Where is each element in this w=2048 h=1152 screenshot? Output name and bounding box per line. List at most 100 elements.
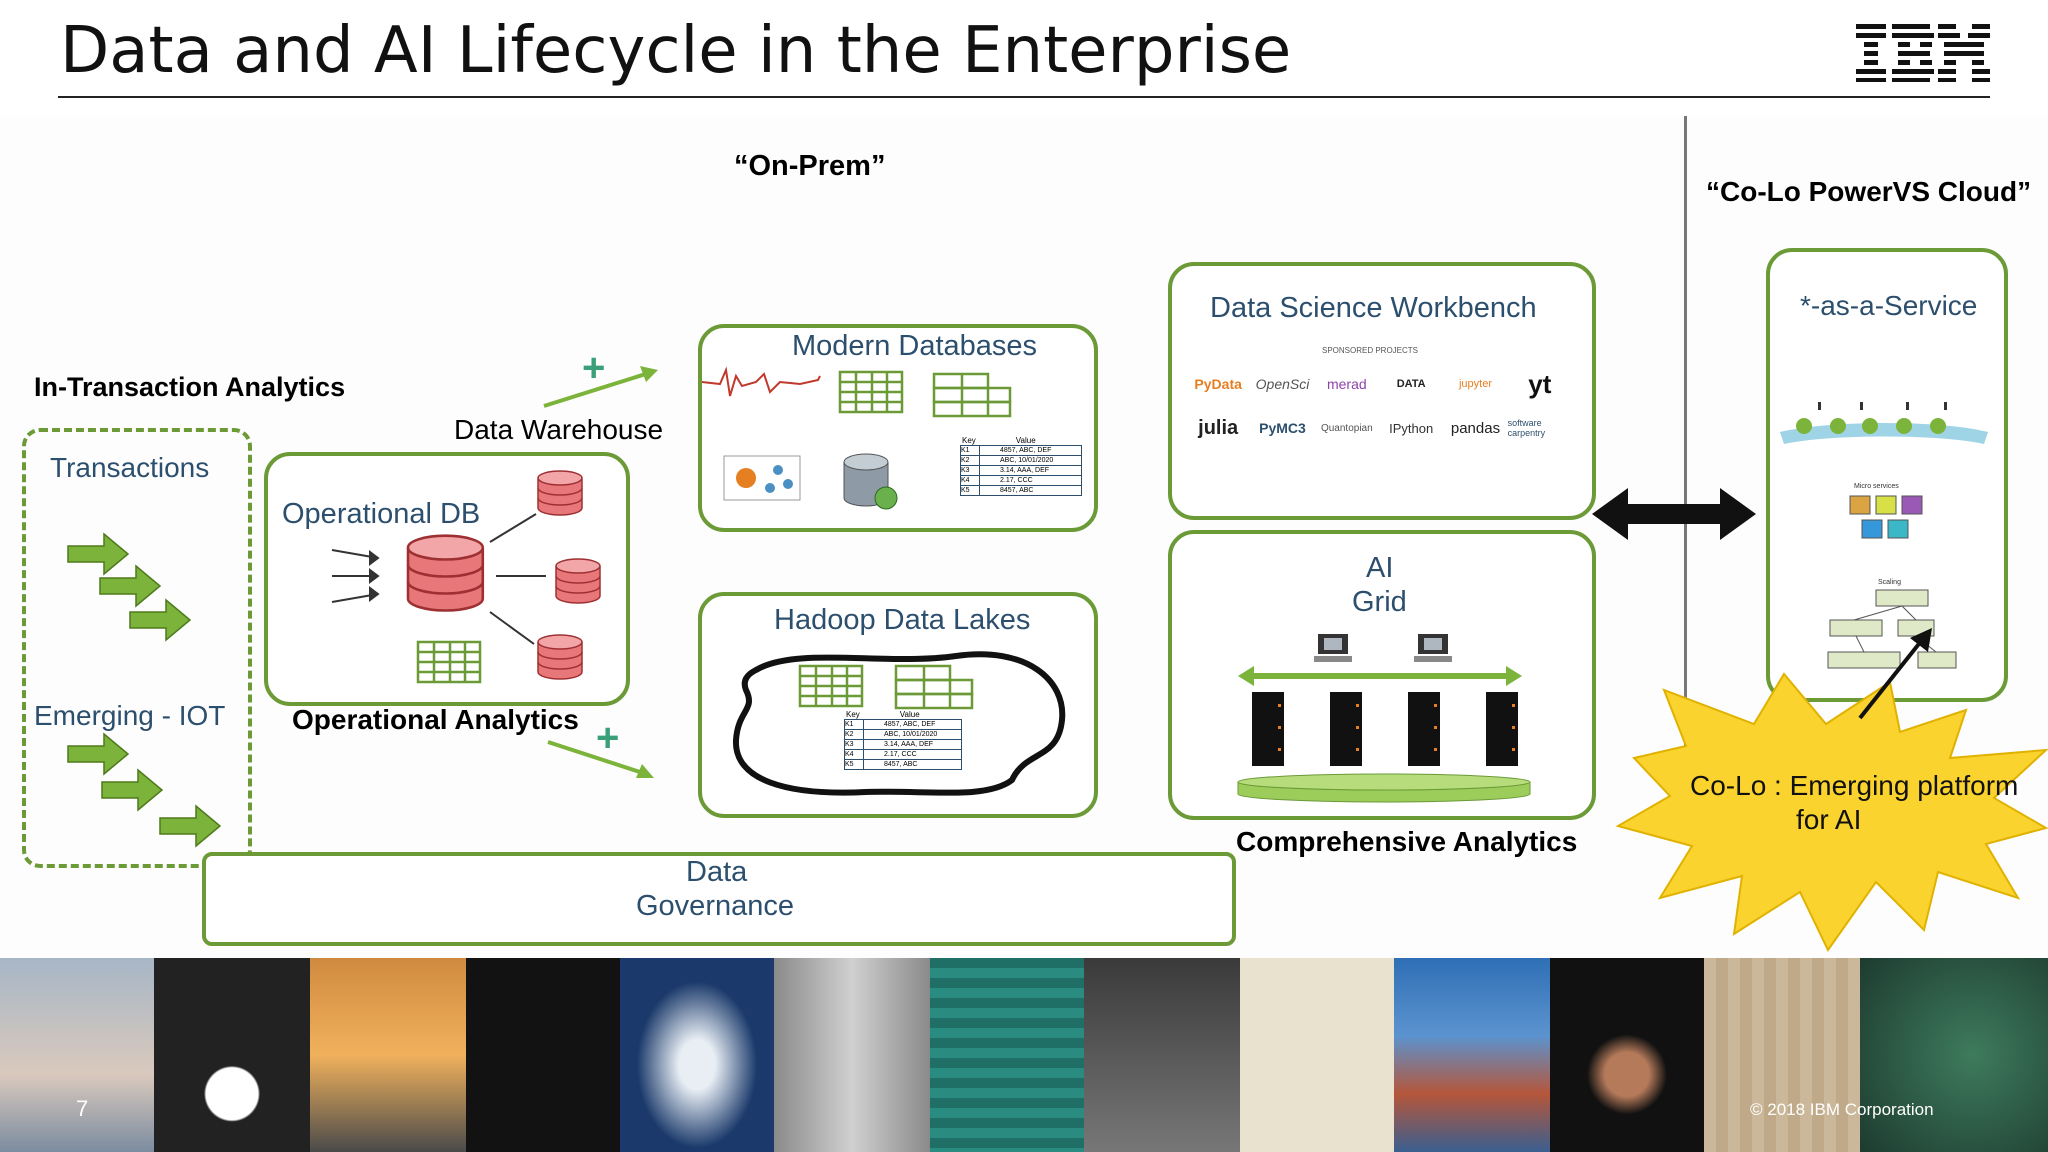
- software-carpentry-logo: software carpentry: [1507, 418, 1546, 438]
- stock-ticker-photo: [466, 958, 620, 1152]
- pymc3-logo: PyMC3: [1259, 420, 1306, 436]
- table-cell: K5: [845, 760, 864, 769]
- starburst-callout: [1615, 672, 2048, 952]
- table-header-key: Key: [846, 710, 860, 719]
- data-logo: DATA: [1396, 378, 1426, 390]
- emerging-iot-label: Emerging - IOT: [34, 700, 226, 731]
- shipping-containers-photo: [1394, 958, 1550, 1152]
- dsw-label: Data Science Workbench: [1210, 292, 1537, 324]
- jupyter-logo: jupyter: [1458, 378, 1492, 390]
- title-divider: [58, 96, 1990, 98]
- operational-db-graphic: [331, 470, 601, 684]
- workstation-icon: [1414, 634, 1452, 662]
- photo-banner: 7 © 2018 IBM Corporation: [0, 958, 2048, 1152]
- pydata-logo: PyData: [1194, 376, 1242, 392]
- as-a-service-box: [1766, 248, 2008, 702]
- opensci-logo: OpenSci: [1255, 376, 1310, 392]
- coffee-cup-photo: [154, 958, 310, 1152]
- comprehensive-analytics-label: Comprehensive Analytics: [1236, 826, 1578, 857]
- in-transaction-box: [22, 428, 252, 868]
- workstation-icon: [1314, 634, 1352, 662]
- table-cell: ABC, 10/01/2020: [884, 731, 938, 738]
- hadoop-table: Key Value K1 4857, ABC, DEF K2 ABC, 10/01/…: [844, 710, 962, 770]
- table-cell: 4857, ABC, DEF: [1000, 447, 1052, 454]
- pipeline-photo: [0, 958, 154, 1152]
- table-cell: K5: [961, 486, 980, 495]
- airplane-photo: [310, 958, 466, 1152]
- scaling-label: Scaling: [1878, 579, 1901, 586]
- colo-note-line1: Co-Lo : Emerging platform: [1690, 770, 2019, 801]
- modern-db-graphic: [701, 366, 1012, 510]
- capsule-photo: [620, 958, 774, 1152]
- table-header-value: Value: [899, 710, 920, 719]
- ibm-logo: [1856, 24, 1990, 82]
- colo-note-line2: for AI: [1796, 804, 1862, 835]
- table-cell: K1: [961, 446, 980, 455]
- hadoop-label: Hadoop Data Lakes: [774, 604, 1031, 636]
- ai-grid-label-2: Grid: [1352, 586, 1407, 618]
- table-cell: K2: [845, 730, 864, 739]
- table-cell: 2.17, CCC: [884, 751, 917, 758]
- modern-db-table: Key Value K1 4857, ABC, DEF K2 ABC, 10/01/…: [960, 436, 1082, 496]
- ipython-logo: IPython: [1389, 420, 1434, 436]
- dsw-logo-grid: PyData OpenSci merad DATA jupyter yt jul…: [1186, 362, 1572, 496]
- ai-grid-label-1: AI: [1366, 552, 1394, 584]
- quantopian-logo: Quantopian: [1320, 422, 1373, 434]
- transactions-label: Transactions: [50, 452, 210, 483]
- hands-photo: [1550, 958, 1704, 1152]
- data-warehouse-label: Data Warehouse: [454, 414, 664, 445]
- plus-icon: +: [596, 716, 620, 760]
- transaction-arrows: [67, 532, 192, 642]
- table-cell: 8457, ABC: [884, 761, 918, 768]
- onprem-label: “On-Prem”: [734, 150, 886, 182]
- sponsored-projects-label: SPONSORED PROJECTS: [1322, 346, 1419, 355]
- as-a-service-label: *-as-a-Service: [1800, 290, 1978, 321]
- warehouse-arrow: [543, 366, 658, 408]
- micro-services-label: Micro services: [1854, 483, 1899, 490]
- table-cell: 2.17, CCC: [1000, 477, 1033, 484]
- in-transaction-label: In-Transaction Analytics: [34, 372, 346, 402]
- merad-logo: merad: [1326, 376, 1367, 392]
- slide-title: Data and AI Lifecycle in the Enterprise: [60, 14, 1292, 88]
- yt-logo: yt: [1528, 368, 1552, 399]
- julia-logo: julia: [1198, 416, 1239, 439]
- callout-arrow: [1858, 628, 1932, 720]
- iot-arrows: [67, 732, 222, 848]
- table-cell: K3: [961, 466, 980, 475]
- data-governance-box: [202, 852, 1236, 946]
- as-a-service-graphic: Micro services Scaling: [1780, 402, 1988, 669]
- table-cell: K1: [845, 720, 864, 729]
- ai-grid-graphic: [1237, 634, 1531, 803]
- onprem-cloud-divider: [1684, 116, 1687, 832]
- colo-label: “Co-Lo PowerVS Cloud”: [1706, 176, 2032, 207]
- dsw-box: [1168, 262, 1596, 520]
- toy-car-photo: [1240, 958, 1394, 1152]
- modern-db-label: Modern Databases: [792, 330, 1038, 362]
- table-header-value: Value: [1015, 436, 1036, 445]
- factory-robot-photo: [1084, 958, 1240, 1152]
- data-lake-outline: [732, 651, 1066, 796]
- table-cell: 3.14, AAA, DEF: [1000, 467, 1050, 474]
- operational-to-hadoop-arrow: [547, 740, 654, 778]
- cabbage-photo: [1860, 958, 2048, 1152]
- table-cell: K4: [961, 476, 980, 485]
- plus-icon: +: [582, 346, 606, 390]
- table-cell: ABC, 10/01/2020: [1000, 457, 1054, 464]
- governance-label-2: Governance: [636, 890, 794, 922]
- pencil-photo: [1704, 958, 1860, 1152]
- table-header-key: Key: [962, 436, 976, 445]
- double-arrow-icon: [1592, 488, 1756, 540]
- pandas-logo: pandas: [1450, 419, 1501, 437]
- table-cell: 4857, ABC, DEF: [884, 721, 936, 728]
- elevator-photo: [774, 958, 930, 1152]
- table-cell: 3.14, AAA, DEF: [884, 741, 934, 748]
- stadium-seats-photo: [930, 958, 1084, 1152]
- table-cell: K2: [961, 456, 980, 465]
- operational-db-label: Operational DB: [282, 498, 481, 530]
- operational-analytics-label: Operational Analytics: [292, 704, 579, 735]
- page-number: 7: [76, 1096, 89, 1121]
- table-cell: K3: [845, 740, 864, 749]
- copyright-notice: © 2018 IBM Corporation: [1750, 1100, 1934, 1119]
- governance-label-1: Data: [686, 856, 748, 888]
- table-cell: 8457, ABC: [1000, 487, 1034, 494]
